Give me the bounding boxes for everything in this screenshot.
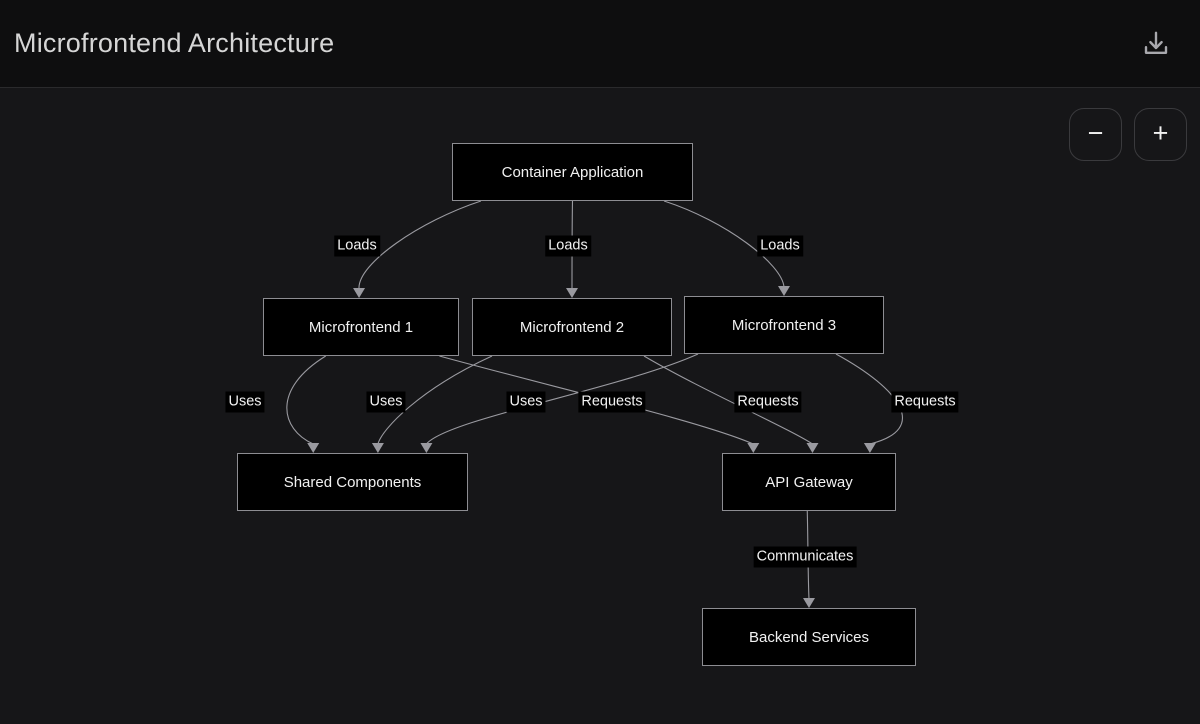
node-label: Microfrontend 1 [308, 318, 414, 336]
node-label: Microfrontend 2 [519, 318, 625, 336]
edge-gateway-backend-arrowhead [803, 598, 815, 608]
node-label: Backend Services [748, 628, 870, 646]
zoom-in-button[interactable]: + [1134, 108, 1187, 161]
edge-label-mfe3-gateway: Requests [891, 391, 959, 413]
node-backend[interactable]: Backend Services [702, 608, 916, 666]
zoom-out-button[interactable]: − [1069, 108, 1122, 161]
edge-mfe3-shared-arrowhead [420, 443, 433, 453]
node-label: Shared Components [283, 473, 422, 491]
edge-label-mfe1-shared: Uses [225, 391, 265, 413]
edge-mfe3-gateway-arrowhead [863, 443, 876, 453]
edge-mfe2-shared-arrowhead [371, 443, 384, 453]
edge-label-mfe2-gateway: Requests [734, 391, 802, 413]
node-gateway[interactable]: API Gateway [722, 453, 896, 511]
edge-label-mfe2-shared: Uses [366, 391, 406, 413]
minus-icon: − [1087, 117, 1104, 148]
edge-label-container-mfe2: Loads [545, 235, 591, 257]
download-button[interactable] [1134, 22, 1178, 66]
node-mfe3[interactable]: Microfrontend 3 [684, 296, 884, 354]
edge-mfe1-gateway-arrowhead [747, 443, 760, 453]
download-icon [1141, 29, 1171, 59]
edge-label-mfe3-shared: Uses [506, 391, 546, 413]
edge-container-mfe2-arrowhead [566, 288, 578, 298]
node-mfe2[interactable]: Microfrontend 2 [472, 298, 672, 356]
zoom-controls: − + [1069, 108, 1187, 161]
edge-label-container-mfe3: Loads [757, 235, 803, 257]
app-header: Microfrontend Architecture [0, 0, 1200, 88]
edge-mfe1-shared-arrowhead [307, 443, 320, 453]
edge-mfe1-shared [286, 355, 327, 445]
edge-mfe3-shared [425, 353, 699, 445]
edge-container-mfe1-arrowhead [353, 288, 366, 298]
node-shared[interactable]: Shared Components [237, 453, 468, 511]
plus-icon: + [1152, 117, 1169, 148]
edge-mfe2-gateway-arrowhead [806, 443, 819, 453]
node-label: Microfrontend 3 [731, 316, 837, 334]
node-container[interactable]: Container Application [452, 143, 693, 201]
node-label: Container Application [501, 163, 644, 181]
page-title: Microfrontend Architecture [14, 28, 335, 58]
node-mfe1[interactable]: Microfrontend 1 [263, 298, 459, 356]
edge-label-mfe1-gateway: Requests [578, 391, 646, 413]
node-label: API Gateway [765, 473, 853, 491]
edge-label-gateway-backend: Communicates [753, 546, 857, 568]
edge-container-mfe3-arrowhead [778, 286, 790, 296]
edge-label-container-mfe1: Loads [334, 235, 380, 257]
